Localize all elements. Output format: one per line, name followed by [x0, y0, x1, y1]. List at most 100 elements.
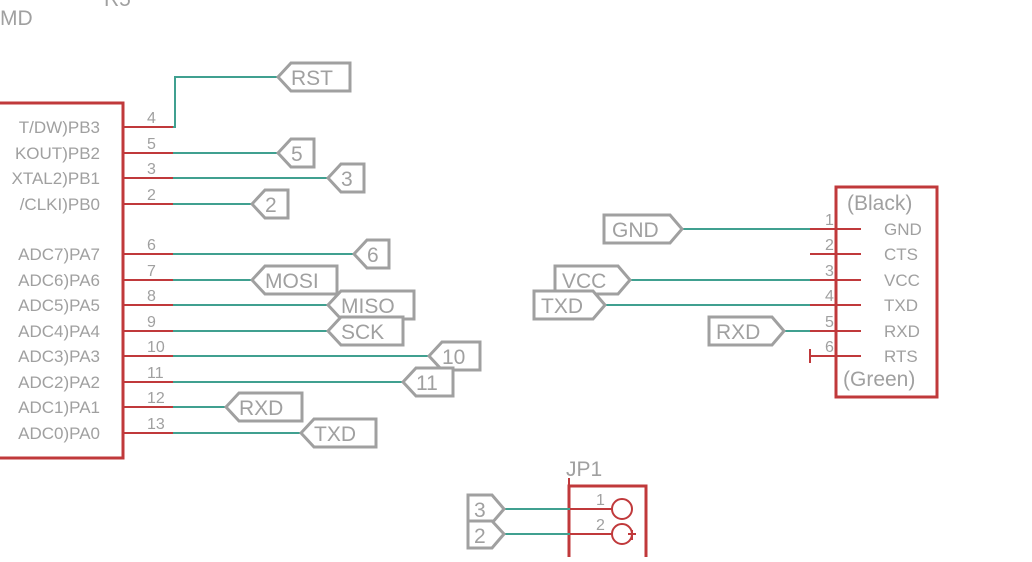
net-flag-label: RXD: [716, 321, 760, 344]
net-flag-label: VCC: [562, 270, 606, 293]
jp1-pin-number: 1: [596, 492, 605, 509]
net-flag-label: MISO: [341, 295, 395, 318]
mcu-part: T/DW)PB3 4 KOUT)PB2 5 XTAL2)PB1 3 /CLKI)…: [0, 101, 173, 460]
net-flag-txd-right: TXD: [532, 289, 607, 321]
ftdi-flags: GND VCC TXD RXD: [532, 213, 786, 347]
mcu-wires: [173, 76, 429, 434]
net-flag-rst: RST: [275, 61, 352, 93]
ftdi-pin-number: 6: [825, 339, 834, 356]
mcu-pin-pa5: ADC5)PA5 8: [18, 288, 173, 315]
ftdi-pin-name: RTS: [884, 347, 918, 366]
jp1-flags: 3 2: [466, 493, 507, 550]
mcu-pin-number: 4: [147, 110, 156, 127]
mcu-pin-number: 2: [147, 187, 156, 204]
ftdi-body: [834, 185, 939, 399]
mcu-pin-pb0: /CLKI)PB0 2: [20, 187, 173, 214]
net-flag-5: 5: [275, 137, 316, 169]
net-flag-txd-left: TXD: [298, 417, 378, 449]
net-flag-label: RXD: [239, 397, 283, 420]
mcu-pin-name: ADC6)PA6: [18, 271, 100, 290]
mcu-pin-pa7: ADC7)PA7 6: [18, 237, 173, 264]
mcu-pin-number: 5: [147, 136, 156, 153]
net-flag-label: 5: [291, 143, 303, 166]
net-flag-label: 2: [265, 194, 277, 217]
net-flag-label: 11: [416, 372, 438, 395]
ftdi-pin-5: 5 RXD: [810, 314, 920, 341]
net-flag-sck: SCK: [325, 315, 405, 347]
net-flag-label: 6: [367, 244, 379, 267]
net-flag-vcc: VCC: [553, 264, 632, 296]
ftdi-pin-name: GND: [884, 220, 922, 239]
jp1-pin-1: 1: [570, 492, 633, 520]
net-flag-rxd-left: RXD: [223, 391, 304, 423]
mcu-pin-pa2: ADC2)PA2 11: [18, 365, 173, 392]
net-flag-label: 2: [474, 525, 486, 548]
ftdi-pin-number: 3: [825, 263, 834, 280]
mcu-flags: RST 5 3 2 6 MOSI MISO SCK: [223, 61, 482, 449]
mcu-pin-name: /CLKI)PB0: [20, 195, 100, 214]
net-flag-label: SCK: [341, 321, 384, 344]
net-flag-11: 11: [400, 366, 455, 398]
ftdi-pin-name: RXD: [884, 322, 920, 341]
jp1-name: JP1: [566, 458, 602, 481]
net-flag-jp1-2: 2: [466, 519, 507, 550]
ftdi-pin-6: 6 RTS: [809, 339, 918, 366]
net-flag-label: 3: [474, 499, 486, 522]
ftdi-header-part: (Black) (Green) 1 GND 2 CTS 3 VCC 4 TXD …: [809, 185, 939, 399]
mcu-pin-pb1: XTAL2)PB1 3: [11, 161, 173, 188]
mcu-pin-number: 12: [147, 390, 165, 407]
mcu-pin-pb3: T/DW)PB3 4: [19, 110, 173, 137]
mcu-pin-name: XTAL2)PB1: [11, 169, 100, 188]
mcu-pin-number: 9: [147, 314, 156, 331]
ftdi-pin-2: 2 CTS: [810, 237, 918, 264]
jp1-pin-2: 2: [570, 517, 636, 545]
net-flag-jp1-3: 3: [466, 493, 506, 525]
mcu-pin-pb2: KOUT)PB2 5: [15, 136, 173, 163]
ftdi-wires: [605, 228, 810, 332]
mcu-pin-pa1: ADC1)PA1 12: [18, 390, 173, 417]
ftdi-pin-number: 1: [825, 212, 834, 229]
net-flag-miso: MISO: [325, 289, 416, 321]
mcu-pin-number: 6: [147, 237, 156, 254]
mcu-pin-name: T/DW)PB3: [19, 118, 100, 137]
ftdi-pin-4: 4 TXD: [810, 288, 918, 315]
ftdi-pin-name: CTS: [884, 245, 918, 264]
ftdi-pin-1: 1 GND: [810, 212, 922, 239]
net-flag-2: 2: [249, 188, 290, 220]
mcu-pin-name: ADC2)PA2: [18, 373, 100, 392]
ftdi-pin-number: 2: [825, 237, 834, 254]
net-flag-rxd-right: RXD: [707, 315, 786, 347]
mcu-pin-pa0: ADC0)PA0 13: [18, 416, 173, 443]
net-flag-label: RST: [291, 67, 333, 90]
mcu-pin-name: ADC0)PA0: [18, 424, 100, 443]
net-flag-label: TXD: [541, 295, 583, 318]
ftdi-pin-name: VCC: [884, 271, 920, 290]
net-flag-label: 3: [341, 168, 353, 191]
ftdi-top-label: (Black): [847, 192, 912, 215]
net-flag-label: MOSI: [265, 270, 319, 293]
jp1-body: [567, 484, 648, 557]
mcu-pin-pa6: ADC6)PA6 7: [18, 263, 173, 290]
mcu-pin-name: KOUT)PB2: [15, 144, 100, 163]
net-flag-10: 10: [426, 340, 482, 372]
jp1-pin-number: 2: [596, 517, 605, 534]
net-flag-mosi: MOSI: [249, 264, 339, 296]
ftdi-pin-number: 4: [825, 288, 834, 305]
mcu-pin-name: ADC5)PA5: [18, 296, 100, 315]
ftdi-pin-number: 5: [825, 314, 834, 331]
mcu-pin-number: 3: [147, 161, 156, 178]
jp1-part: JP1 1 2: [566, 458, 648, 557]
mcu-pin-name: ADC3)PA3: [18, 347, 100, 366]
wire-rst: [173, 76, 278, 128]
top-left-label: MD: [0, 7, 33, 30]
jp1-pad: [611, 498, 633, 520]
mcu-pin-number: 7: [147, 263, 156, 280]
net-flag-label: 10: [442, 346, 465, 369]
ftdi-pin-name: TXD: [884, 296, 918, 315]
mcu-pin-name: ADC1)PA1: [18, 398, 100, 417]
net-flag-3: 3: [325, 162, 366, 194]
mcu-pin-pa3: ADC3)PA3 10: [18, 339, 173, 366]
mcu-pin-name: ADC4)PA4: [18, 322, 100, 341]
